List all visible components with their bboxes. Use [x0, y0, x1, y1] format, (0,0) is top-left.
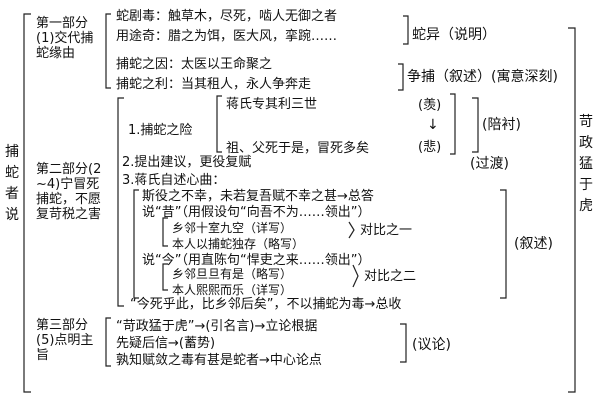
- item3-line-8: “今死乎此，比乡邻后矣”，不以捕蛇为毒→总收: [130, 297, 402, 312]
- outer-left-bracket: [23, 13, 31, 393]
- item1-label: 1.捕蛇之险: [128, 123, 193, 138]
- part1-tag-a: 蛇异（说明）: [412, 27, 496, 43]
- part1-bracket-b: [398, 63, 404, 91]
- part3-line-3: 孰知赋敛之毒有甚是蛇者→中心论点: [116, 353, 322, 368]
- item1-line-b: 祖、父死于是，冒死多矣: [226, 141, 370, 156]
- part3-line-1: “苛政猛于虎”→(引名言)→立论根据: [116, 319, 318, 334]
- item3-line-7: 本人熙熙而乐（详写）: [172, 283, 293, 297]
- item3-line-3: 乡邻十室九空（详写）: [172, 221, 293, 235]
- item1-note-b: (悲): [418, 140, 442, 155]
- item2-label: 2.提出建议，更役复赋: [122, 155, 252, 170]
- left-title: 捕蛇者说: [5, 144, 19, 223]
- cmp2-bracket-right: [352, 264, 359, 288]
- part3-tag: (议论): [412, 337, 451, 353]
- part3-bracket-right: [400, 323, 407, 363]
- part3-line-2: 先疑后信→(蓄势): [116, 336, 216, 351]
- item3-bracket-left: [133, 189, 139, 299]
- item3-line-1: 斯役之不幸，未若复吾赋不幸之甚→总答: [142, 189, 374, 204]
- cmp1-bracket-right: [348, 221, 355, 239]
- part1-line-1: 蛇剧毒：触草木，尽死，啮人无御之者: [116, 9, 338, 24]
- item1-tag: (陪衬): [482, 117, 521, 133]
- item3-line-6: 乡邻旦旦有是（略写）: [172, 267, 293, 281]
- right-title: 苛政猛于虎: [579, 114, 593, 214]
- item3-tag: (叙述): [514, 236, 553, 252]
- part2-label: 第二部分(2~4)宁冒死捕蛇，不愿复苛税之害: [36, 162, 102, 222]
- item3-compare-2: 对比之二: [364, 269, 417, 284]
- part3-label: 第三部分(5)点明主旨: [36, 318, 94, 363]
- part1-bracket: [105, 13, 111, 89]
- cmp1-bracket-left: [162, 217, 168, 247]
- part1-bracket-a: [403, 15, 409, 45]
- part2-bracket: [117, 97, 124, 307]
- item3-label: 3.蒋氏自述心曲：: [122, 173, 226, 188]
- part1-tag-b: 争捕（叙述）(寓意深刻): [407, 69, 558, 85]
- item3-line-4: 本人以捕蛇独存（略写）: [172, 237, 305, 251]
- outer-right-bracket: [568, 27, 576, 393]
- item3-compare-1: 对比之一: [360, 223, 413, 238]
- part1-line-3: 捕蛇之因：太医以王命聚之: [116, 57, 273, 72]
- item1-note-a: (羡): [418, 98, 442, 113]
- item3-tag-bracket: [500, 189, 507, 299]
- item1-arrow: ↓: [427, 117, 439, 133]
- part1-line-2: 用途奇：腊之为饵，医大风，挛踠……: [116, 29, 338, 44]
- item1-tag-bracket: [472, 97, 479, 153]
- item3-line-2: 说“昔”（用假设句“向吾不为……领出”）: [142, 205, 371, 220]
- item1-bracket-left: [216, 95, 222, 153]
- cmp2-bracket-left: [162, 263, 168, 291]
- part1-line-4: 捕蛇之利：当其租人，永人争奔走: [116, 77, 312, 92]
- part1-label: 第一部分(1)交代捕蛇缘由: [36, 16, 94, 61]
- item2-tag: (过渡): [470, 156, 509, 172]
- part3-bracket: [105, 317, 111, 367]
- item1-line-a: 蒋氏专其利三世: [226, 97, 318, 112]
- item3-line-5: 说“今”（用直陈句“悍吏之来……领出”）: [142, 253, 371, 268]
- item1-bracket-right: [450, 93, 456, 155]
